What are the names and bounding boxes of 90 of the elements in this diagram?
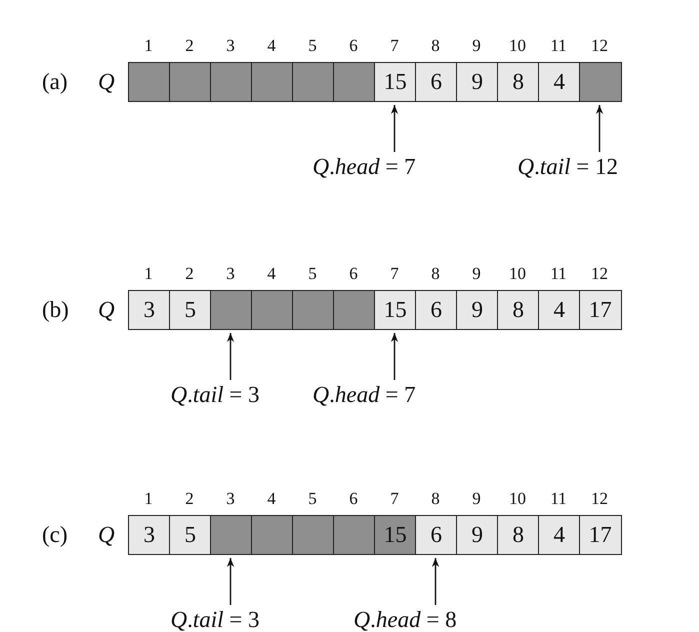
pointer-label: Q.head = 7 — [312, 154, 416, 180]
index-number: 8 — [430, 489, 441, 509]
array-cell — [210, 62, 252, 102]
index-number: 2 — [184, 489, 195, 509]
array-cell — [210, 515, 252, 555]
array-cell: 5 — [169, 290, 212, 330]
row-label: (b) — [42, 297, 69, 323]
pointer-label: Q.tail = 3 — [170, 607, 260, 632]
array-cell: 5 — [169, 515, 212, 555]
index-number: 6 — [348, 264, 359, 284]
arrow — [596, 105, 604, 152]
index-number: 5 — [307, 489, 318, 509]
index-number: 9 — [471, 489, 482, 509]
arrow — [390, 333, 398, 380]
array-name: Q — [98, 297, 115, 323]
index-number: 8 — [430, 36, 441, 56]
index-number: 2 — [184, 36, 195, 56]
index-number: 10 — [508, 264, 527, 284]
index-number: 7 — [389, 489, 400, 509]
index-number: 10 — [508, 489, 527, 509]
array-cell: 9 — [456, 290, 498, 330]
index-number: 4 — [266, 264, 277, 284]
array-cell: 9 — [456, 515, 498, 555]
index-number: 7 — [389, 36, 400, 56]
pointer-label: Q.tail = 3 — [170, 382, 260, 408]
array-cell — [333, 515, 376, 555]
arrow — [226, 558, 234, 605]
array-cell: 8 — [497, 290, 540, 330]
array-cell: 3 — [128, 515, 170, 555]
array-cell: 9 — [456, 62, 498, 102]
index-number: 9 — [471, 264, 482, 284]
index-number: 11 — [549, 36, 568, 56]
array-cell — [251, 62, 294, 102]
index-number: 6 — [348, 489, 359, 509]
pointer-label: Q.head = 8 — [354, 607, 457, 632]
array-cell — [169, 62, 212, 102]
index-number: 3 — [225, 264, 236, 284]
index-number: 12 — [590, 36, 609, 56]
index-number: 8 — [430, 264, 441, 284]
array-cell — [210, 290, 252, 330]
array-cell: 3 — [128, 290, 170, 330]
array-cell — [251, 515, 294, 555]
array-cell: 4 — [538, 290, 580, 330]
array-cell: 8 — [497, 62, 540, 102]
array-cell — [292, 62, 334, 102]
index-number: 1 — [143, 264, 154, 284]
array-cell: 17 — [579, 515, 622, 555]
index-number: 10 — [508, 36, 527, 56]
index-number: 1 — [143, 489, 154, 509]
index-number: 2 — [184, 264, 195, 284]
index-number: 3 — [225, 36, 236, 56]
array-cell — [292, 290, 334, 330]
array-cell — [579, 62, 622, 102]
index-number: 4 — [266, 489, 277, 509]
arrow — [390, 105, 398, 152]
pointer-label: Q.tail = 12 — [518, 154, 618, 180]
array-cell: 17 — [579, 290, 622, 330]
index-number: 12 — [590, 264, 609, 284]
row-label: (c) — [42, 522, 68, 548]
arrow — [226, 333, 234, 380]
index-number: 12 — [590, 489, 609, 509]
index-number: 9 — [471, 36, 482, 56]
array-cell — [333, 62, 376, 102]
array-cell: 6 — [415, 290, 458, 330]
array-cell: 15 — [374, 62, 416, 102]
array-cell: 4 — [538, 62, 580, 102]
pointer-label: Q.head = 7 — [312, 382, 416, 408]
row-label: (a) — [42, 69, 68, 95]
arrow — [432, 558, 440, 605]
index-number: 1 — [143, 36, 154, 56]
array-cell — [251, 290, 294, 330]
array-cell: 15 — [374, 515, 416, 555]
index-number: 3 — [225, 489, 236, 509]
array-cell — [333, 290, 376, 330]
array-name: Q — [98, 69, 115, 95]
index-number: 6 — [348, 36, 359, 56]
array-cell: 6 — [415, 62, 458, 102]
array-name: Q — [98, 522, 115, 548]
array-cell: 8 — [497, 515, 540, 555]
index-number: 11 — [549, 489, 568, 509]
array-cell — [292, 515, 334, 555]
array-cell: 4 — [538, 515, 580, 555]
array-cell: 6 — [415, 515, 458, 555]
index-number: 5 — [307, 36, 318, 56]
index-number: 11 — [549, 264, 568, 284]
index-number: 5 — [307, 264, 318, 284]
array-cell — [128, 62, 170, 102]
index-number: 7 — [389, 264, 400, 284]
index-number: 4 — [266, 36, 277, 56]
array-cell: 15 — [374, 290, 416, 330]
